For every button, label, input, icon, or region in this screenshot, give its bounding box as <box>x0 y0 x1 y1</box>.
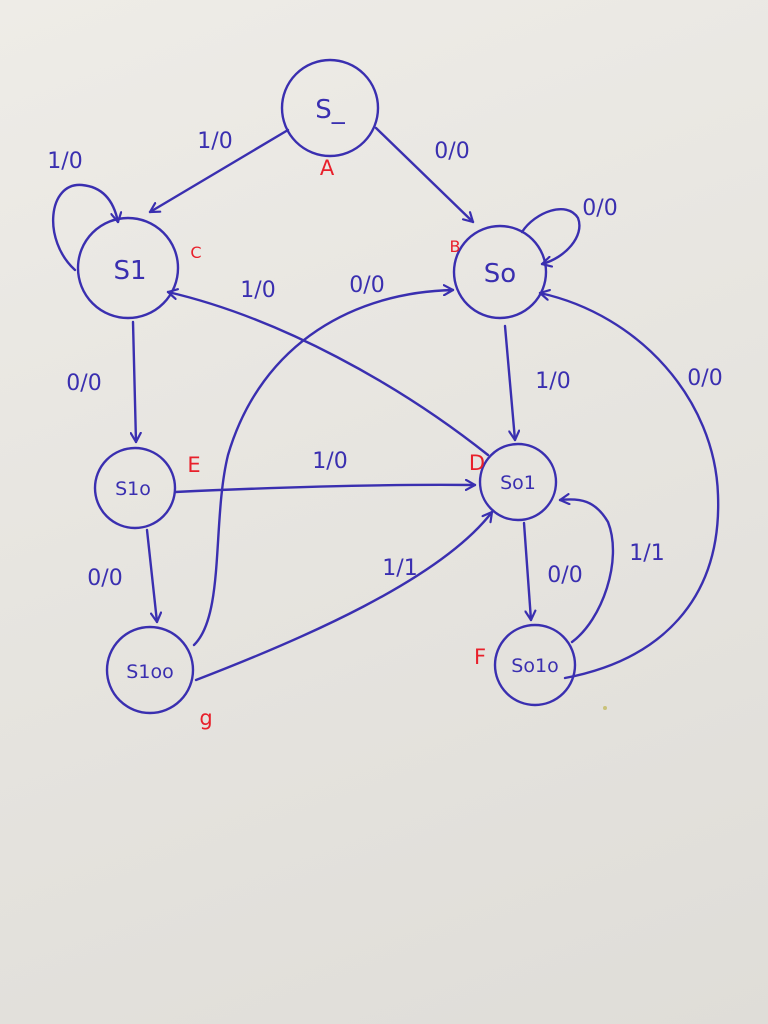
state-s01: So1 D <box>469 442 558 522</box>
transition-label: 1/1 <box>629 541 664 566</box>
transition-label: 0/0 <box>687 366 722 391</box>
transition-label: 1/0 <box>47 149 82 174</box>
transition-s1-self: 1/0 <box>47 149 118 272</box>
transition-sblank-s0: 0/0 <box>374 126 475 224</box>
state-tag: B <box>450 237 461 256</box>
state-s-blank: S_ A <box>280 58 380 180</box>
state-label: So1 <box>500 472 536 494</box>
transition-label: 0/0 <box>547 563 582 588</box>
state-label: S1o <box>115 478 151 500</box>
state-label: S1 <box>113 256 146 286</box>
transition-label: 1/0 <box>240 278 275 303</box>
transition-s100-s01: 1/1 <box>194 510 494 682</box>
state-label: So1o <box>511 655 558 677</box>
state-tag: F <box>474 645 486 669</box>
transition-label: 0/0 <box>582 196 617 221</box>
transition-s01-s1: 1/0 <box>166 278 490 457</box>
transition-s100-s0: 0/0 <box>192 273 455 647</box>
transition-s010-s0: 0/0 <box>538 293 723 680</box>
state-circle <box>93 446 177 530</box>
transition-sblank-s1: 1/0 <box>148 128 290 214</box>
paper-speck <box>603 706 607 710</box>
transition-s1-s10: 0/0 <box>66 320 136 444</box>
state-s10: S1o E <box>93 446 201 530</box>
state-s1: S1 C <box>76 216 202 320</box>
state-circle <box>280 58 380 158</box>
transition-label: 0/0 <box>87 566 122 591</box>
transition-label: 1/1 <box>382 556 417 581</box>
state-tag: A <box>320 156 335 180</box>
state-circle <box>105 625 195 715</box>
state-tag: C <box>190 243 201 262</box>
transition-s0-s01: 1/0 <box>503 324 571 442</box>
transition-s0-self: 0/0 <box>520 196 618 264</box>
state-circle <box>76 216 180 320</box>
state-tag: E <box>187 453 200 477</box>
transition-label: 0/0 <box>66 371 101 396</box>
state-s010: So1o F <box>474 623 577 707</box>
state-label: S_ <box>315 95 346 125</box>
state-s0: So B <box>450 224 548 320</box>
transition-s10-s100: 0/0 <box>87 528 157 624</box>
state-label: So <box>484 259 516 289</box>
transition-label: 1/0 <box>312 449 347 474</box>
state-label: S1oo <box>126 661 173 683</box>
transition-label: 1/0 <box>197 129 232 154</box>
state-circle <box>493 623 577 707</box>
transition-label: 0/0 <box>434 139 469 164</box>
state-s100: S1oo g <box>105 625 213 730</box>
transition-label: 0/0 <box>349 273 384 298</box>
state-circle <box>452 224 548 320</box>
state-circle <box>478 442 558 522</box>
state-tag: D <box>469 451 485 475</box>
transition-label: 1/0 <box>535 369 570 394</box>
transition-s010-s01: 1/1 <box>558 499 665 644</box>
state-tag: g <box>199 706 212 730</box>
transition-s10-s01: 1/0 <box>173 449 477 494</box>
transition-s01-s010: 0/0 <box>522 521 583 622</box>
